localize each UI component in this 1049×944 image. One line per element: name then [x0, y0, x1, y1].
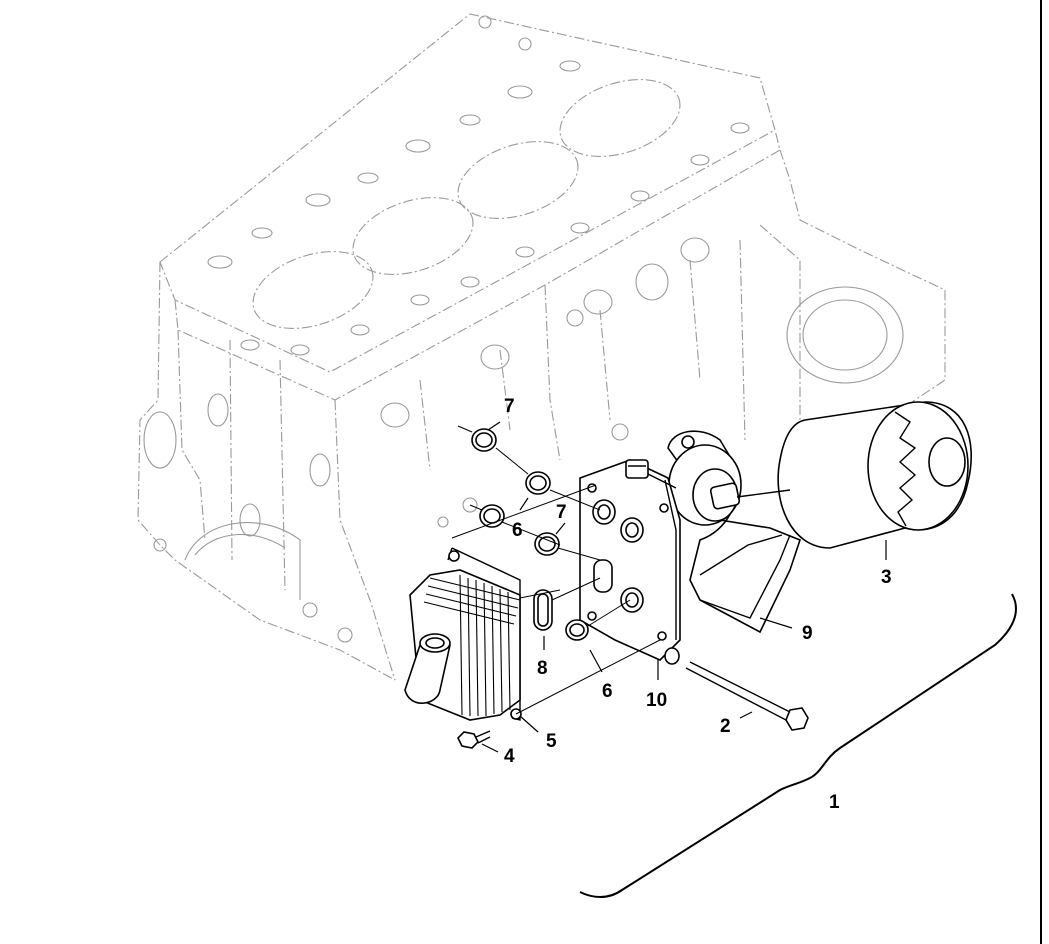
callout-4: 4: [504, 746, 515, 767]
callout-9: 9: [802, 623, 813, 644]
o-ring-part-6-upper-a: [525, 471, 551, 495]
callout-6-lower: 6: [602, 681, 613, 702]
page-border-rule: [1040, 0, 1042, 944]
callout-3: 3: [881, 567, 892, 588]
oil-filter-part-3: [777, 401, 972, 549]
callout-6-upper: 6: [512, 520, 523, 541]
callout-labels: 7 6 7 8 6 10 9 3 2 5 4 1: [504, 396, 892, 813]
bolt-part-2: [664, 647, 809, 731]
o-ring-part-7-upper: [471, 428, 497, 452]
engine-block-ghost: [137, 13, 946, 681]
callout-7-upper: 7: [504, 396, 515, 417]
callout-10: 10: [646, 690, 667, 711]
assembly-brace: [579, 593, 1017, 898]
callout-leaders: [481, 421, 887, 753]
alignment-lines: [451, 425, 661, 715]
o-ring-part-6-lower: [565, 619, 589, 641]
callout-7-lower: 7: [556, 502, 567, 523]
housing-part-10: [579, 459, 681, 661]
screw-part-4: [457, 730, 491, 749]
o-ring-part-7-lower: [534, 532, 560, 556]
oil-cooler-core: [404, 569, 521, 721]
callout-2: 2: [720, 716, 731, 737]
seal-part-8: [533, 589, 553, 631]
callout-1: 1: [829, 792, 840, 813]
callout-8: 8: [537, 658, 548, 679]
filter-head-part-9: [667, 430, 801, 634]
callout-5: 5: [546, 731, 557, 752]
